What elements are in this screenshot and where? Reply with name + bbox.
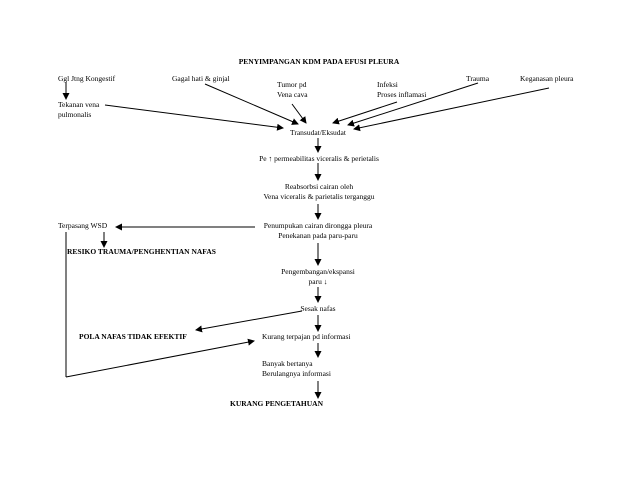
node-banyak-bertanya: Banyak bertanya Berulangnya informasi — [262, 359, 331, 378]
arrow-tumor-to-transudat — [291, 103, 307, 124]
arrow-keganasan-to-transudat — [353, 87, 550, 132]
arrow-tekanan-to-transudat — [104, 104, 284, 131]
arrow-trauma-to-transudat — [347, 82, 479, 127]
arrow-infeksi-to-transudat — [332, 101, 398, 125]
node-penumpukan-cairan: Penumpukan cairan dirongga pleura Peneka… — [263, 221, 373, 240]
diagnosis-pola-nafas: POLA NAFAS TIDAK EFEKTIF — [79, 332, 187, 341]
node-keganasan-pleura: Keganasan pleura — [520, 74, 574, 83]
node-kurang-terpajan-informasi: Kurang terpajan pd informasi — [262, 332, 351, 341]
arrow-gagal-to-transudat — [204, 83, 299, 125]
arrow-sesak-to-pola-nafas — [195, 310, 303, 333]
node-tekanan-vena-pulmonalis: Tekanan vena pulmonalis — [58, 100, 100, 119]
node-infeksi: Infeksi Proses inflamasi — [377, 80, 427, 99]
node-peningkatan-permeabilitas: Pe ↑ permeabilitas viceralis & perietali… — [259, 154, 379, 163]
node-pengembangan-paru: Pengembangan/ekspansi paru ↓ — [281, 267, 355, 286]
node-terpasang-wsd: Terpasang WSD — [58, 221, 108, 230]
diagnosis-kurang-pengetahuan: KURANG PENGETAHUAN — [230, 399, 323, 408]
node-transudat-eksudat: Transudat/Eksudat — [290, 128, 346, 137]
node-tumor-vena-cava: Tumor pd Vena cava — [277, 80, 308, 99]
node-gagal-hati-ginjal: Gagal hati & ginjal — [172, 74, 230, 83]
node-reabsorbsi-terganggu: Reabsorbsi cairan oleh Vena viceralis & … — [263, 182, 375, 201]
page-title: PENYIMPANGAN KDM PADA EFUSI PLEURA — [238, 57, 400, 66]
node-trauma: Trauma — [466, 74, 490, 83]
diagnosis-resiko-trauma: RESIKO TRAUMA/PENGHENTIAN NAFAS — [67, 247, 216, 256]
node-ggl-jtng-kongestif: Ggl Jtng Kongestif — [58, 74, 116, 83]
node-sesak-nafas: Sesak nafas — [300, 304, 336, 313]
arrow-wsd-to-kurang-terpajan — [65, 338, 255, 378]
